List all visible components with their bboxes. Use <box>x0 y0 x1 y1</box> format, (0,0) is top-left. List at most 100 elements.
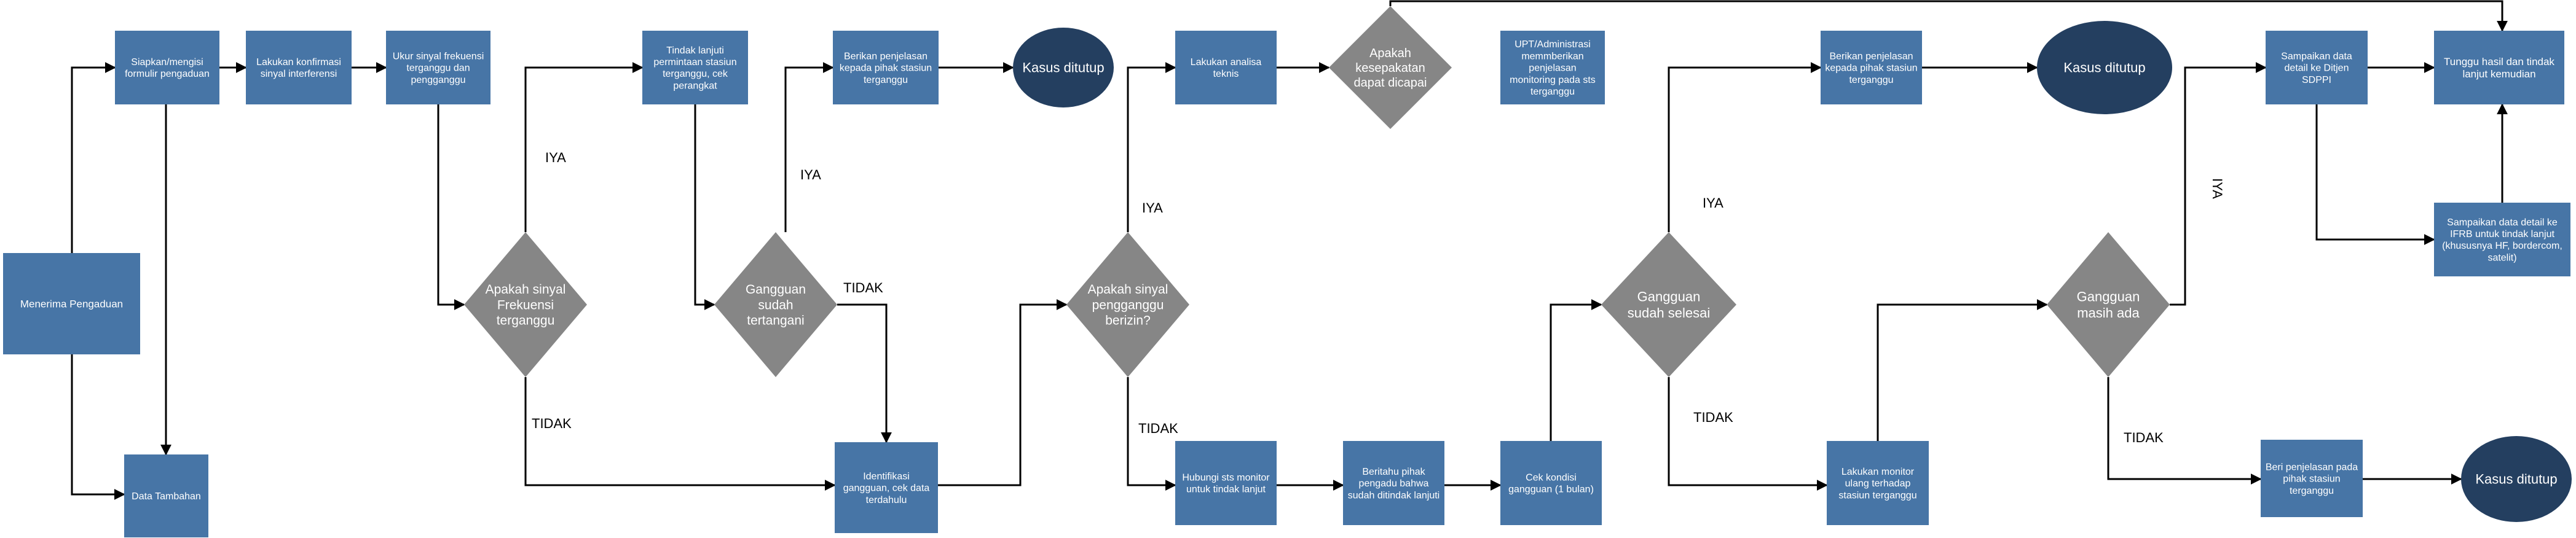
process-box-shape <box>1500 31 1605 104</box>
connectors <box>71 0 2508 500</box>
connector-arrow <box>524 62 644 232</box>
terminal-oval-t3-label: Kasus ditutup <box>2475 472 2557 487</box>
connector-arrow <box>2107 377 2262 485</box>
decision-shape <box>1329 6 1452 129</box>
branch-label-no1: TIDAK <box>532 416 572 431</box>
decision-shape <box>1066 232 1189 377</box>
process-box-shape <box>1175 441 1277 525</box>
decision-shape <box>2047 232 2170 377</box>
connector-arrow <box>784 62 834 232</box>
process-box-shape <box>835 442 938 533</box>
connector-arrow <box>1127 377 1176 491</box>
process-box-shape <box>2266 31 2368 104</box>
connector-arrow <box>837 303 892 443</box>
process-box-shape <box>2261 440 2363 517</box>
process-box-shape <box>115 31 219 104</box>
process-box-shape <box>3 253 140 354</box>
branch-label-no4: TIDAK <box>1693 410 1733 425</box>
connector-arrow <box>1668 62 1822 232</box>
process-box-shape <box>1500 441 1602 525</box>
connector-arrow <box>524 377 836 491</box>
process-box-shape <box>386 31 490 104</box>
decision-shape <box>1601 232 1736 377</box>
branch-label-yes2: IYA <box>800 167 821 182</box>
branch-label-no5: TIDAK <box>2124 430 2164 445</box>
process-box-shape <box>1827 441 1929 525</box>
process-box-shape <box>642 31 748 104</box>
process-box-shape <box>1343 441 1444 525</box>
process-box-shape <box>124 454 208 537</box>
connector-arrow <box>1389 0 2508 32</box>
connector-arrow <box>1127 62 1176 232</box>
terminal-oval-t2-label: Kasus ditutup <box>2063 60 2145 76</box>
branch-label-yes3: IYA <box>1142 200 1163 216</box>
branch-label-yes4: IYA <box>1703 195 1723 211</box>
connector-arrow <box>71 354 125 500</box>
process-box-shape <box>1821 31 1922 104</box>
terminal-shape <box>2037 21 2172 114</box>
terminal-oval-t2: Kasus ditutup <box>2037 21 2172 114</box>
process-box-n1-label: Menerima Pengaduan <box>20 298 123 310</box>
process-box-shape <box>1175 31 1277 104</box>
decision-shape <box>714 232 837 377</box>
process-box-n3-label: Data Tambahan <box>132 491 201 502</box>
connector-arrow <box>1877 299 2048 441</box>
connector-arrow <box>71 62 116 253</box>
connector-arrow <box>694 104 715 310</box>
process-box-n1: Menerima Pengaduan <box>3 253 140 354</box>
process-box-n3: Data Tambahan <box>124 454 208 537</box>
process-box-shape <box>2434 31 2564 104</box>
branch-label-yes1: IYA <box>545 150 566 165</box>
connector-arrow <box>1550 299 1602 441</box>
terminal-shape <box>1013 28 1114 107</box>
branch-label-no3: TIDAK <box>1138 421 1178 436</box>
terminal-oval-t1-label: Kasus ditutup <box>1022 60 1104 76</box>
connector-arrow <box>938 299 1068 486</box>
connector-arrow <box>437 104 465 310</box>
